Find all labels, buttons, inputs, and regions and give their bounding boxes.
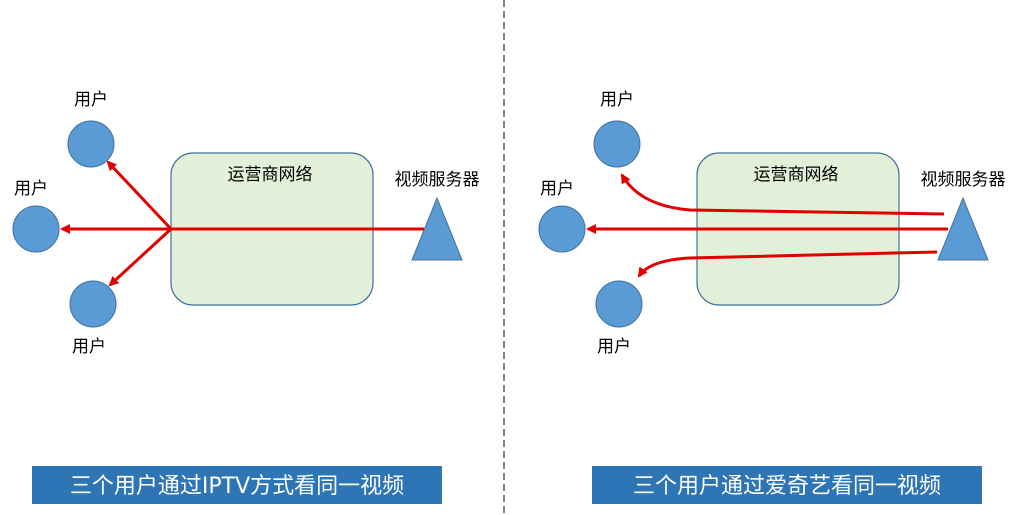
left-server-label: 视频服务器 — [395, 170, 480, 190]
left-caption-bar — [32, 466, 442, 504]
left-network-label: 运营商网络 — [228, 165, 313, 185]
right-panel: 运营商网络 用户 用户 用户 视频服务器 三个用户通过爱奇艺看同一视频 — [538, 90, 1006, 504]
right-user-top-icon — [593, 120, 641, 168]
left-server-icon — [411, 196, 463, 261]
right-user-mid-icon — [538, 205, 586, 253]
left-user-mid-icon — [12, 205, 60, 253]
left-user-top-icon — [67, 120, 115, 168]
left-panel: 运营商网络 用户 用户 用户 视频服务器 三个用户通过IPTV方式看同一视频 — [12, 90, 480, 504]
right-caption: 三个用户通过爱奇艺看同一视频 — [633, 474, 941, 499]
left-arrow-top — [106, 160, 173, 231]
right-user-bottom-icon — [595, 280, 643, 328]
left-user-bottom-label: 用户 — [72, 337, 106, 357]
left-arrow-bottom — [108, 227, 173, 287]
right-caption-bar — [592, 466, 982, 504]
right-user-mid-label: 用户 — [540, 179, 574, 199]
left-user-bottom-icon — [69, 280, 117, 328]
left-user-top-label: 用户 — [74, 90, 108, 110]
right-network-label: 运营商网络 — [754, 165, 839, 185]
left-caption: 三个用户通过IPTV方式看同一视频 — [70, 474, 404, 499]
right-arrow-bottom — [637, 250, 938, 278]
right-user-top-label: 用户 — [600, 90, 634, 110]
right-arrow-top — [620, 173, 945, 216]
right-server-icon — [937, 196, 989, 261]
left-user-mid-label: 用户 — [14, 179, 48, 199]
right-user-bottom-label: 用户 — [597, 337, 631, 357]
right-server-label: 视频服务器 — [921, 170, 1006, 190]
